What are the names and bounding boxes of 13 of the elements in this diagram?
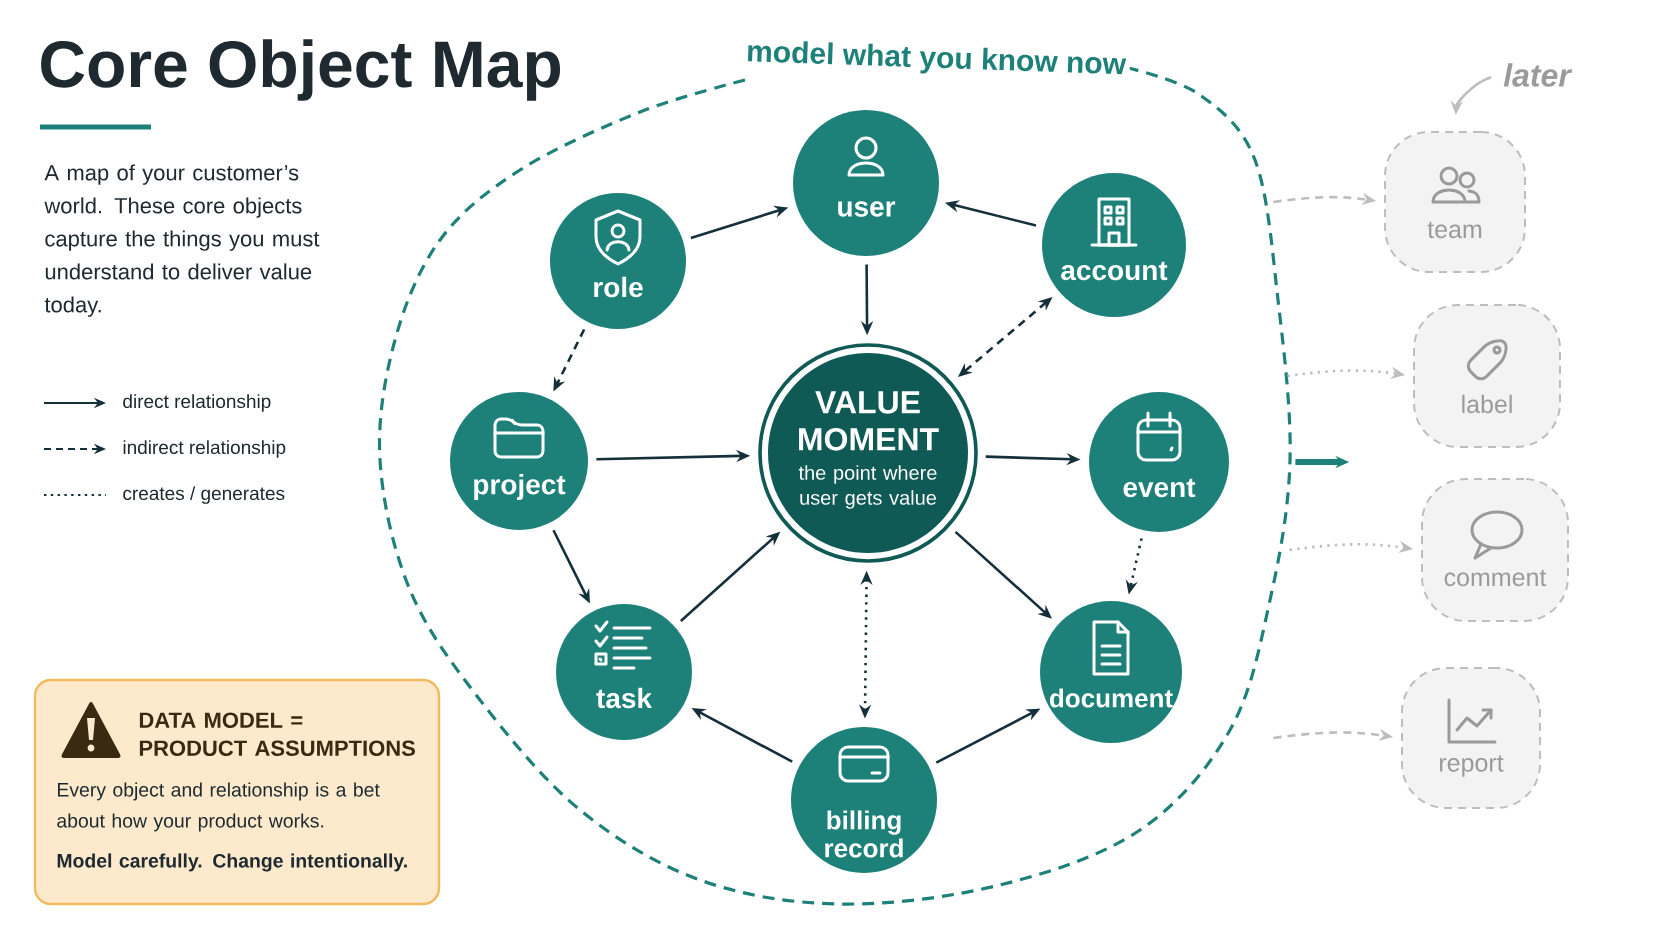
title: Core Object Map — [41, 39, 561, 101]
warning-text: Every object and relationship is a bet about how your product works. — [57, 782, 380, 832]
warning-text: Model carefully. Change intentionally. — [57, 853, 407, 872]
legend-text: direct relationship — [123, 394, 271, 412]
intro-text: A map of your customer’s world. These core objects capture the things you must understand to deliver value today. — [44, 164, 320, 317]
future-object-box: comment — [1421, 478, 1569, 622]
legend-text: creates / generates — [123, 486, 285, 504]
future-object-box: report — [1401, 667, 1541, 809]
future-object-box: label — [1413, 304, 1561, 448]
group-heading: model what you know now — [741, 35, 1131, 85]
note-text: later — [1503, 63, 1573, 87]
legend-text: indirect relationship — [123, 440, 286, 458]
future-object-box: team — [1384, 131, 1526, 273]
